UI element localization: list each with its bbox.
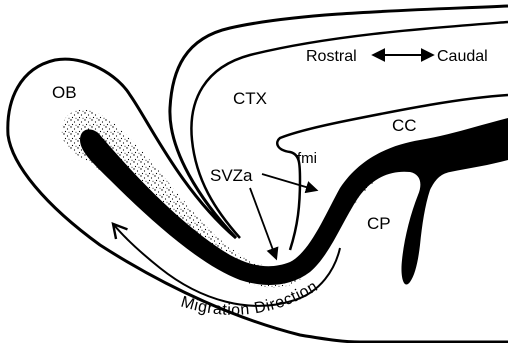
label-ob: OB — [52, 83, 77, 102]
svza-arrow-right — [262, 174, 316, 190]
label-caudal: Caudal — [437, 48, 488, 65]
label-migration-direction: Migration Direction — [179, 278, 321, 319]
label-svza: SVZa — [210, 166, 253, 185]
label-ctx: CTX — [233, 89, 267, 108]
svza-arrow-down — [250, 188, 276, 258]
label-cp: CP — [367, 214, 391, 233]
label-rostral: Rostral — [306, 48, 357, 65]
label-cc: CC — [392, 116, 417, 135]
lateral-ventricle — [80, 118, 508, 285]
label-fmi: fmi — [297, 150, 317, 167]
migration-text: Migration Direction — [179, 278, 321, 319]
